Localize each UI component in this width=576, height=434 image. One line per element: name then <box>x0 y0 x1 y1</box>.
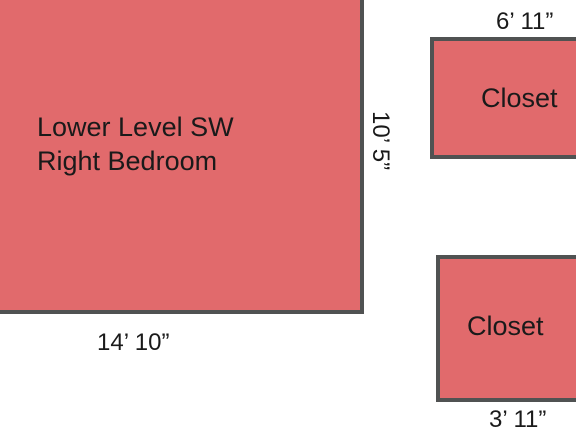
closet-lower-label: Closet <box>467 311 544 341</box>
closet-lower-room <box>436 255 576 402</box>
main-bedroom-width-dimension: 14’ 10” <box>97 329 170 356</box>
main-bedroom-room <box>0 0 364 314</box>
main-bedroom-height-dimension: 10’ 5” <box>367 111 394 171</box>
closet-lower-width-dimension: 3’ 11” <box>489 406 547 433</box>
closet-upper-width-dimension: 6’ 11” <box>496 8 554 35</box>
main-bedroom-label-line-1: Lower Level SW <box>37 112 234 142</box>
main-bedroom-label-line-2: Right Bedroom <box>37 146 218 176</box>
closet-upper-label: Closet <box>481 83 558 113</box>
main-bedroom-label: Lower Level SW Right Bedroom <box>37 110 234 178</box>
closet-upper-room <box>430 37 576 159</box>
